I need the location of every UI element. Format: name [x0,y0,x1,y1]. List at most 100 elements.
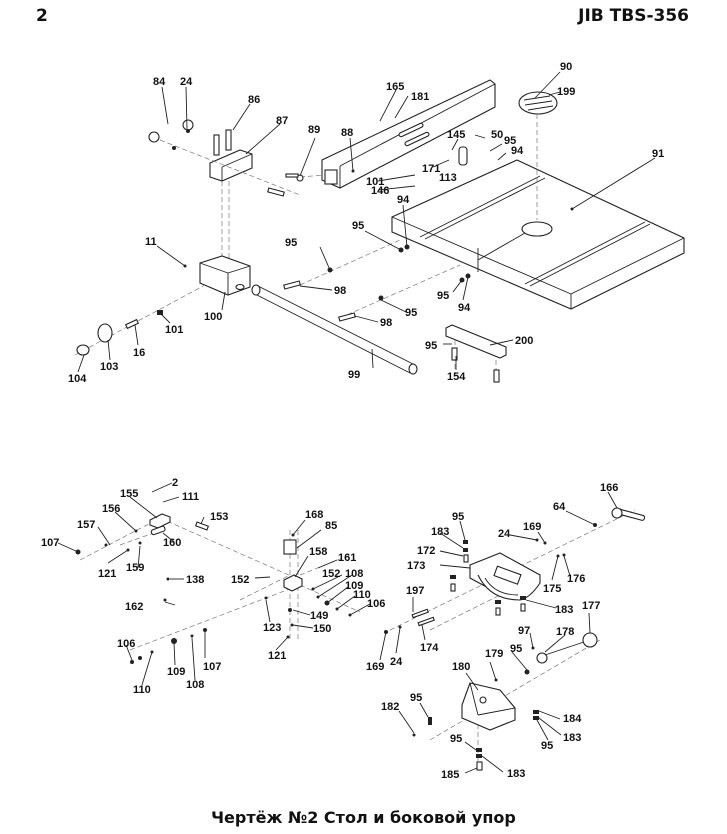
part-label: 183 [555,604,573,616]
part-label: 176 [567,573,585,585]
part-label: 108 [345,568,363,580]
part-label: 95 [541,740,553,752]
knob [97,323,113,343]
part-label: 154 [447,371,466,383]
part-label: 165 [386,81,404,93]
part-label: 94 [458,302,471,314]
part-label: 64 [553,501,566,513]
part-label: 94 [397,194,410,206]
part-label: 200 [515,335,533,347]
part-label: 101 [165,324,183,336]
part-label: 161 [338,552,356,564]
part-label: 121 [268,650,286,662]
part-label: 107 [41,537,59,549]
cam-housing [469,552,541,601]
part-label: 111 [182,491,199,503]
throat-plate [518,91,558,220]
part-label: 155 [120,488,138,500]
part-label: 152 [231,574,249,586]
part-label: 169 [523,521,541,533]
part-label: 106 [367,598,385,610]
part-label: 91 [652,148,664,160]
part-label: 146 [371,185,389,197]
part-label: 24 [390,656,403,668]
part-label: 95 [285,237,297,249]
part-label: 171 [422,163,440,175]
part-label: 24 [180,76,193,88]
part-label: 95 [410,692,422,704]
part-label: 175 [543,583,561,595]
part-label: 183 [507,768,525,780]
part-label: 145 [447,129,465,141]
knob-cap [76,344,90,356]
part-label: 185 [441,769,459,781]
part-label: 95 [504,135,516,147]
part-label: 181 [411,91,429,103]
part-label: 149 [310,610,328,622]
model-title: JIB TBS-356 [578,6,689,26]
part-label: 11 [145,236,157,248]
part-label: 160 [163,537,181,549]
part-label: 98 [380,317,392,329]
part-label: 138 [186,574,204,586]
part-label: 150 [313,623,331,635]
part-label: 95 [510,643,522,655]
fence-knob [582,632,598,648]
part-label: 100 [204,311,222,323]
part-label: 174 [420,642,439,654]
fence-assembly [75,507,646,771]
part-label: 88 [341,127,353,139]
part-label: 108 [186,679,204,691]
part-label: 182 [381,701,399,713]
part-label: 104 [68,373,87,385]
part-label: 109 [167,666,185,678]
part-label: 166 [600,482,618,494]
part-label: 179 [485,648,503,660]
part-label: 159 [126,562,144,574]
part-label: 89 [308,124,320,136]
part-label: 95 [437,290,449,302]
part-label: 103 [100,361,118,373]
part-label: 99 [348,369,360,381]
part-label: 50 [491,129,503,141]
part-label: 90 [560,61,572,73]
table-top [391,159,685,310]
part-label: 162 [125,601,143,613]
part-label: 113 [439,172,457,184]
part-label: 177 [582,600,600,612]
rail-block [199,255,251,296]
fence-base [461,682,516,731]
part-label: 173 [407,560,425,572]
leader-lines [57,71,656,774]
fence-rail [321,79,496,189]
part-label: 178 [556,626,574,638]
part-label: 84 [153,76,166,88]
part-label: 106 [117,638,135,650]
part-label: 95 [450,733,462,745]
part-label: 172 [417,545,435,557]
table-assembly [74,79,685,383]
part-label: 156 [102,503,120,515]
part-label: 183 [563,732,581,744]
part-label: 98 [334,285,346,297]
part-label: 97 [518,625,530,637]
part-label: 109 [345,580,363,592]
part-label: 107 [203,661,221,673]
part-label: 197 [406,585,424,597]
part-label: 24 [498,528,511,540]
part-label: 184 [563,713,582,725]
part-label: 86 [248,94,260,106]
part-label: 16 [133,347,145,359]
part-label: 95 [352,220,364,232]
part-label: 121 [98,568,116,580]
bracket [445,324,507,383]
part-label: 94 [511,145,524,157]
part-label: 110 [353,589,371,601]
part-label: 87 [276,115,288,127]
part-label: 95 [405,307,417,319]
part-label: 157 [77,519,95,531]
part-label: 168 [305,509,323,521]
part-labels: 84 24 86 87 89 88 165 181 90 199 145 50 … [41,61,664,781]
part-label: 152 [322,568,340,580]
